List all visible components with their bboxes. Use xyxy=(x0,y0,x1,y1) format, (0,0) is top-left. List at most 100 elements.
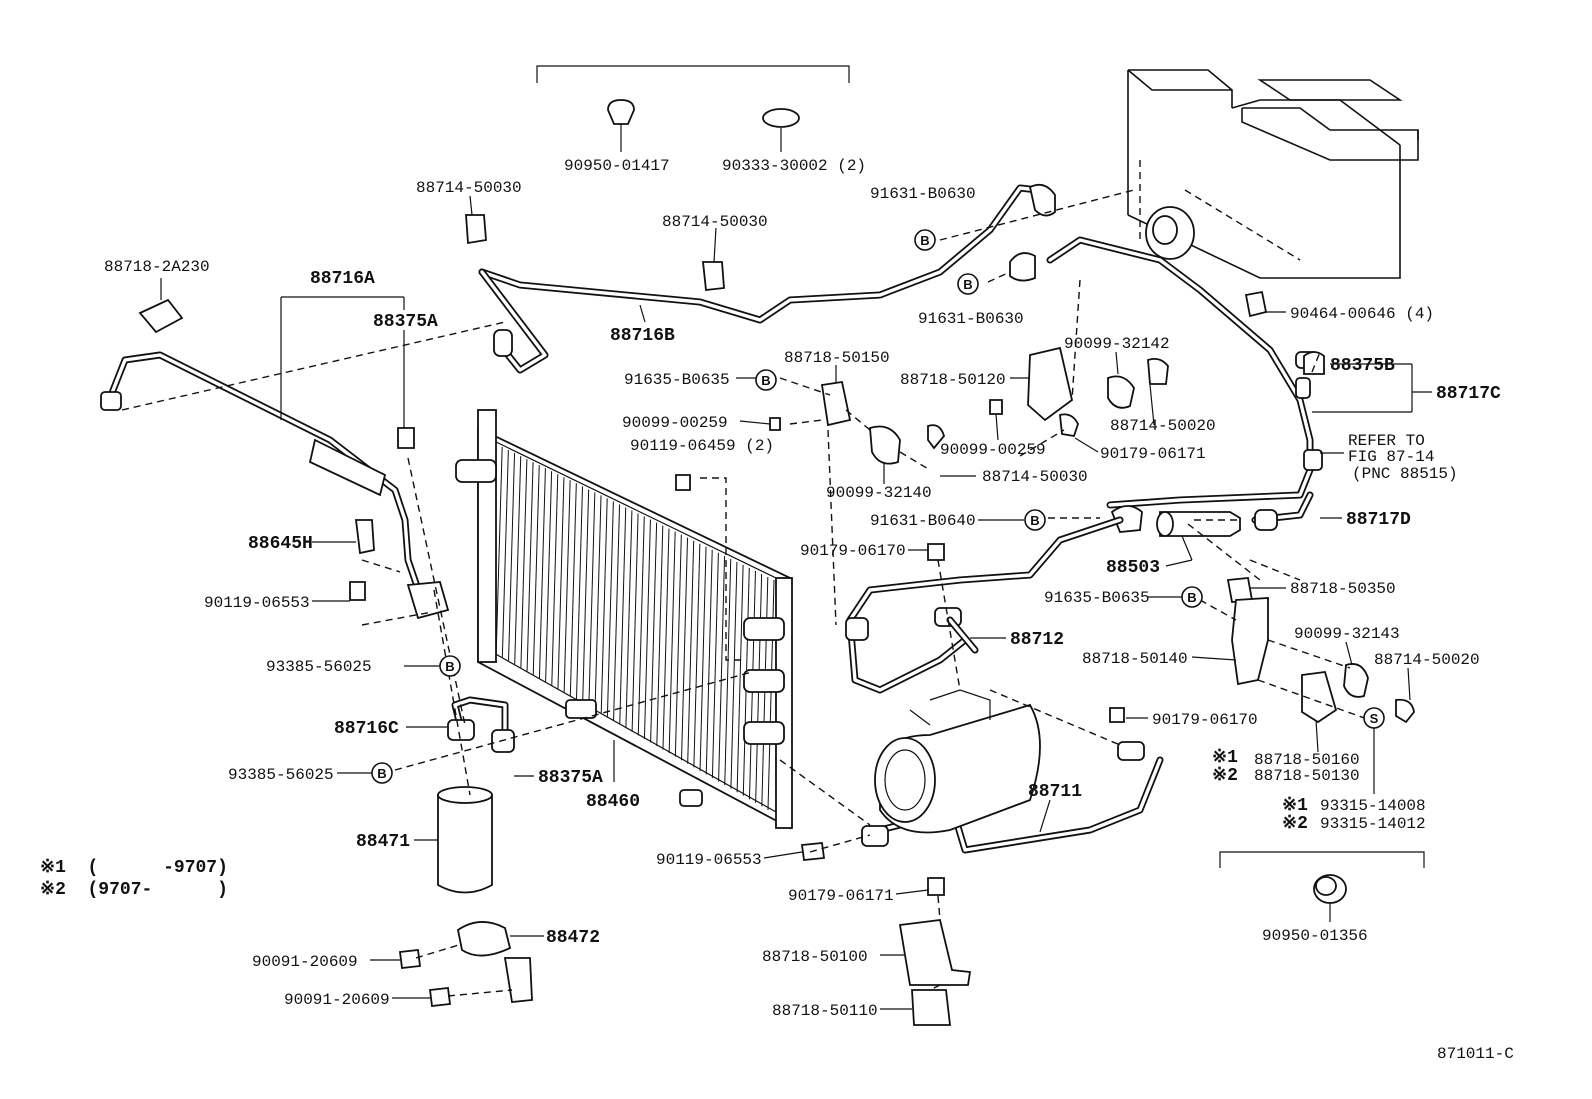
condenser-fin xyxy=(656,525,664,747)
label-88718-2a230: 88718-2A230 xyxy=(104,258,210,276)
marker-b-6: B xyxy=(445,659,454,674)
condenser-fin xyxy=(650,522,658,743)
label-93315-14008: 93315-14008 xyxy=(1320,797,1426,815)
condenser-fin xyxy=(594,495,602,711)
label-90099-00259-a: 90099-00259 xyxy=(622,414,728,432)
label-91631-b0640: 91631-B0640 xyxy=(870,512,976,530)
pipe-88712 xyxy=(845,516,1124,694)
label-90119-06553-b: 90119-06553 xyxy=(656,851,762,869)
condenser-fin xyxy=(662,528,670,750)
marker-b-7: B xyxy=(377,766,386,781)
label-88714-50030-b: 88714-50030 xyxy=(662,213,768,231)
condenser-fin xyxy=(711,552,719,779)
label-90099-32142: 90099-32142 xyxy=(1064,335,1170,353)
label-refer-fig: FIG 87-14 xyxy=(1348,448,1434,466)
condenser-fin xyxy=(613,504,621,722)
label-90179-06171-b: 90179-06171 xyxy=(788,887,894,905)
condenser-fin xyxy=(545,471,553,683)
label-88711: 88711 xyxy=(1028,782,1082,802)
condenser-fin xyxy=(693,543,701,768)
bottom-right-optional-part xyxy=(1219,851,1425,922)
label-88718-50120: 88718-50120 xyxy=(900,371,1006,389)
condenser-88460 xyxy=(455,409,793,830)
label-88714-50030-c: 88714-50030 xyxy=(982,468,1088,486)
label-88375a-top: 88375A xyxy=(373,312,438,332)
label-88714-50020-b: 88714-50020 xyxy=(1374,651,1480,669)
condenser-fin xyxy=(501,450,509,658)
condenser-fin xyxy=(514,456,522,665)
condenser-fin xyxy=(538,468,546,679)
label-refer-pnc: (PNC 88515) xyxy=(1352,465,1458,483)
engine-block xyxy=(1127,69,1419,279)
top-optional-parts-group xyxy=(536,65,850,152)
condenser-fin xyxy=(619,507,627,725)
label-90091-20609-a: 90091-20609 xyxy=(252,953,358,971)
label-88716b: 88716B xyxy=(610,326,675,346)
small-hardware xyxy=(138,214,1415,1026)
condenser-fin xyxy=(569,483,577,697)
label-90333-30002: 90333-30002 (2) xyxy=(722,157,866,175)
label-88718-50130: 88718-50130 xyxy=(1254,767,1360,785)
label-93315-14012: 93315-14012 xyxy=(1320,815,1426,833)
marker-b-3: B xyxy=(761,373,770,388)
condenser-fin xyxy=(668,531,676,754)
condenser-fin xyxy=(637,516,645,736)
compressor xyxy=(874,689,1041,834)
condenser-fin xyxy=(575,486,583,700)
label-90179-06171-a: 90179-06171 xyxy=(1100,445,1206,463)
label-90464-00646: 90464-00646 (4) xyxy=(1290,305,1434,323)
label-88645h: 88645H xyxy=(248,534,313,554)
condenser-fin xyxy=(582,489,590,704)
label-88718-50110: 88718-50110 xyxy=(772,1002,878,1020)
part-88503 xyxy=(1110,505,1241,537)
label-91631-b0630-b: 91631-B0630 xyxy=(918,310,1024,328)
condenser-fin xyxy=(681,537,689,761)
label-90119-06553-a: 90119-06553 xyxy=(204,594,310,612)
label-90179-06170-b: 90179-06170 xyxy=(1152,711,1258,729)
pipe-88716b xyxy=(478,183,1056,374)
legend-mark1-range: ※1 ( -9707) xyxy=(40,858,228,878)
label-90950-01417: 90950-01417 xyxy=(564,157,670,175)
label-90099-32140: 90099-32140 xyxy=(826,484,932,502)
marker-s-1: S xyxy=(1370,711,1379,726)
condenser-fin xyxy=(563,480,571,693)
label-90099-32143: 90099-32143 xyxy=(1294,625,1400,643)
label-93385-56025-b: 93385-56025 xyxy=(228,766,334,784)
circle-markers: B B B B B B B S xyxy=(371,229,1385,784)
condenser-fin xyxy=(730,561,738,789)
condenser-fin xyxy=(724,558,732,786)
condenser-fin xyxy=(631,513,639,732)
label-88716a: 88716A xyxy=(310,269,375,289)
label-leaders xyxy=(160,195,1432,1010)
condenser-fin xyxy=(643,519,651,739)
pipe-88717d xyxy=(1251,491,1314,531)
label-88718-50150: 88718-50150 xyxy=(784,349,890,367)
condenser-fin xyxy=(551,474,559,686)
condenser-fins xyxy=(489,443,775,811)
label-88714-50030-a: 88714-50030 xyxy=(416,179,522,197)
part-labels: 90950-01417 90333-30002 (2) 88714-50030 … xyxy=(40,157,1514,1063)
label-88712: 88712 xyxy=(1010,630,1064,650)
label-90179-06170-a: 90179-06170 xyxy=(800,542,906,560)
condenser-fin xyxy=(508,453,516,661)
marker-b-1: B xyxy=(920,233,929,248)
condenser-fin xyxy=(606,501,614,718)
pipe-88716a xyxy=(100,351,450,620)
label-mark1-a: ※1 xyxy=(1212,748,1238,768)
label-88718-50100: 88718-50100 xyxy=(762,948,868,966)
label-88718-50160: 88718-50160 xyxy=(1254,751,1360,769)
label-mark2-a: ※2 xyxy=(1212,766,1238,786)
label-88718-50350: 88718-50350 xyxy=(1290,580,1396,598)
label-93385-56025-a: 93385-56025 xyxy=(266,658,372,676)
condenser-fin xyxy=(674,534,682,757)
label-90119-06459: 90119-06459 (2) xyxy=(630,437,774,455)
condenser-fin xyxy=(705,549,713,775)
receiver-88471 xyxy=(437,786,493,894)
condenser-fin xyxy=(718,555,726,782)
label-88716c: 88716C xyxy=(334,719,399,739)
condenser-fin xyxy=(495,447,503,654)
label-88717c: 88717C xyxy=(1436,384,1501,404)
marker-b-2: B xyxy=(963,277,972,292)
condenser-fin xyxy=(699,546,707,771)
